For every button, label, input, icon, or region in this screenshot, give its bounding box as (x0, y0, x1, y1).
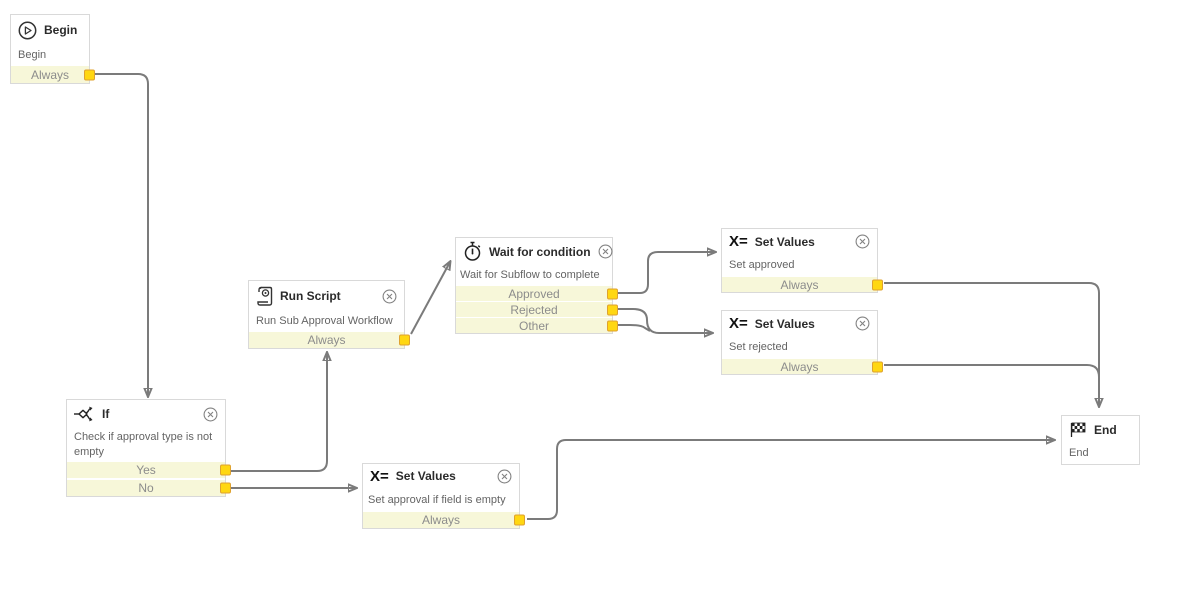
transition-row-other[interactable]: Other (456, 318, 618, 333)
node-title: End (1094, 422, 1117, 437)
transition-label: Always (780, 277, 819, 292)
output-connector[interactable] (84, 69, 95, 80)
transition-label: Always (30, 67, 69, 82)
node-set-values-approved[interactable]: X= Set Values Set approved Always (721, 228, 883, 293)
output-connector[interactable] (514, 514, 525, 526)
script-scroll-icon (256, 286, 273, 307)
transition-row-no[interactable]: No (67, 480, 231, 496)
node-title: Set Values (754, 234, 815, 249)
close-icon[interactable] (855, 234, 870, 249)
output-connector[interactable] (399, 334, 410, 346)
transition-row-always[interactable]: Always (11, 66, 95, 83)
output-connector[interactable] (607, 320, 618, 331)
close-icon[interactable] (598, 244, 613, 259)
node-description: End (1069, 447, 1089, 459)
node-description: Check if approval type is not empty (74, 431, 213, 458)
transition-row-always[interactable]: Always (722, 277, 883, 292)
output-connector[interactable] (220, 482, 231, 494)
wire-set-rejected-merge[interactable] (884, 364, 1100, 392)
transition-label: Yes (136, 463, 156, 477)
play-circle-icon (18, 21, 37, 40)
set-values-icon: X= (729, 233, 748, 250)
transition-label: Always (780, 359, 819, 374)
transition-label: Approved (508, 286, 560, 301)
transition-label: Rejected (510, 302, 558, 317)
close-icon[interactable] (203, 407, 218, 422)
node-if[interactable]: If Check if approval type is not empty Y… (66, 399, 231, 497)
node-title: Set Values (395, 469, 456, 483)
node-set-values-rejected[interactable]: X= Set Values Set rejected Always (721, 310, 883, 375)
node-title: Wait for condition (489, 244, 591, 259)
transition-row-always[interactable]: Always (249, 332, 410, 348)
wire-set-approved-to-end[interactable] (884, 282, 1099, 406)
node-begin[interactable]: Begin Begin Always (10, 14, 95, 84)
close-icon[interactable] (855, 316, 870, 331)
transition-label: Always (307, 333, 346, 347)
transition-label: No (138, 481, 154, 495)
transition-label: Always (421, 513, 460, 527)
node-title: Set Values (754, 316, 815, 331)
node-title: If (102, 407, 110, 421)
node-title: Begin (44, 23, 78, 37)
node-run-script[interactable]: Run Script Run Sub Approval Workflow Alw… (248, 280, 410, 349)
transition-row-approved[interactable]: Approved (456, 286, 618, 301)
output-connector[interactable] (872, 279, 883, 290)
output-connector[interactable] (607, 288, 618, 299)
node-description: Run Sub Approval Workflow (256, 315, 393, 327)
wire-wait-other-merge[interactable] (618, 324, 651, 332)
output-connector[interactable] (872, 361, 883, 372)
transition-row-rejected[interactable]: Rejected (456, 302, 618, 317)
wire-begin-to-if[interactable] (95, 73, 148, 396)
wire-wait-rejected-to-set-rejected[interactable] (618, 308, 712, 333)
set-values-icon: X= (729, 315, 748, 332)
node-set-values-empty[interactable]: X= Set Values Set approval if field is e… (362, 463, 525, 529)
close-icon[interactable] (497, 469, 512, 484)
branch-icon (74, 404, 95, 424)
close-icon[interactable] (382, 289, 397, 304)
transition-row-always[interactable]: Always (363, 512, 525, 528)
node-description: Set rejected (729, 341, 788, 353)
wire-wait-approved-to-set-approved[interactable] (618, 252, 715, 294)
node-title: Run Script (280, 289, 341, 303)
output-connector[interactable] (607, 304, 618, 315)
node-end[interactable]: End End (1061, 415, 1140, 465)
node-description: Begin (18, 49, 47, 61)
wire-if-yes-to-run-script[interactable] (231, 353, 327, 472)
checkered-flag-icon (1069, 421, 1087, 438)
stopwatch-icon (463, 241, 482, 262)
transition-row-yes[interactable]: Yes (67, 462, 231, 478)
set-values-icon: X= (370, 467, 389, 485)
node-description: Set approved (729, 259, 795, 271)
output-connector[interactable] (220, 464, 231, 476)
wire-set-empty-to-end[interactable] (527, 440, 1054, 520)
transition-row-always[interactable]: Always (722, 359, 883, 374)
transition-label: Other (518, 318, 549, 333)
node-wait-for-condition[interactable]: Wait for condition Wait for Subflow to c… (455, 237, 618, 334)
wire-run-script-to-wait[interactable] (410, 262, 450, 335)
node-description: Set approval if field is empty (368, 493, 506, 506)
node-description: Wait for Subflow to complete (460, 268, 600, 281)
